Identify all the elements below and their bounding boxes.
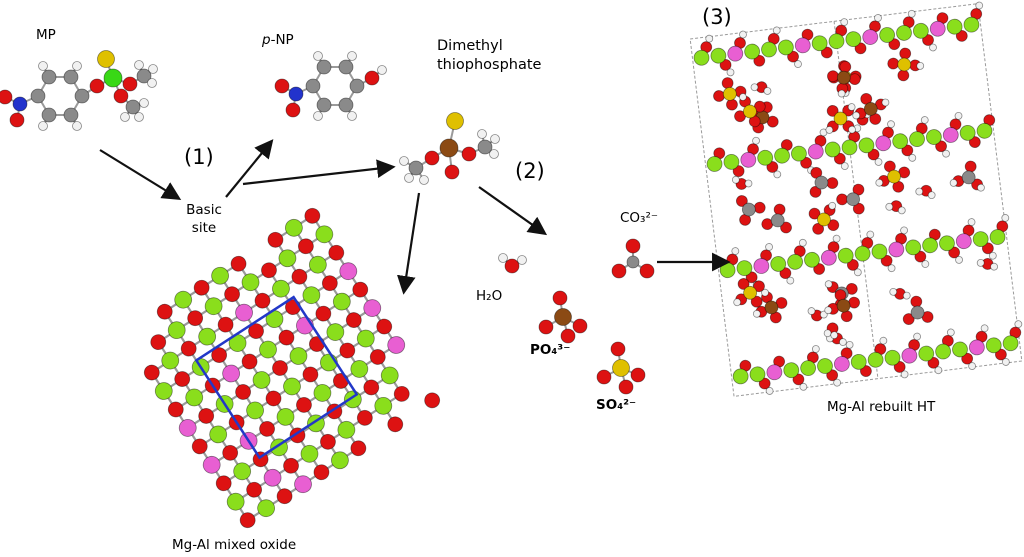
phosphate-ion xyxy=(538,290,588,344)
pnp-label-italic-p: p xyxy=(262,32,271,48)
arrow-dmtp-to-ions xyxy=(478,186,548,236)
pnp-molecule xyxy=(274,51,387,121)
rebuilt-ht-caption: Mg-Al rebuilt HT xyxy=(827,399,936,415)
sulfate-label: SO₄²⁻ xyxy=(596,397,637,413)
phosphate-label: PO₄³⁻ xyxy=(530,342,571,358)
pnp-label-suffix: -NP xyxy=(270,32,294,48)
molecules-layer xyxy=(0,50,655,395)
sulfate-ion xyxy=(596,341,646,395)
pnp-label: p-NP xyxy=(262,32,294,50)
basic-site-label: Basic site xyxy=(178,202,230,237)
dmtp-label: Dimethyl thiophosphate xyxy=(437,37,541,75)
basic-site-label-line1: Basic xyxy=(186,202,222,218)
dmtp-molecule xyxy=(399,112,500,185)
mp-molecule xyxy=(0,50,158,131)
arrow-basic-site-to-pnp xyxy=(225,139,274,198)
basic-site-label-line2: site xyxy=(191,219,217,236)
step-1-label: (1) xyxy=(184,145,214,169)
arrows-layer xyxy=(99,139,731,295)
dmtp-label-line1: Dimethyl xyxy=(437,38,503,54)
carbonate-ion xyxy=(611,238,655,279)
mixed-oxide-caption: Mg-Al mixed oxide xyxy=(172,537,297,553)
arrow-basic-site-to-dmtp xyxy=(242,159,396,186)
step-3-label: (3) xyxy=(702,5,732,29)
unit-cell-outline xyxy=(194,295,359,460)
mg-al-mixed-oxide-structure xyxy=(143,207,441,529)
carbonate-label: CO₃²⁻ xyxy=(620,210,659,226)
step-2-label: (2) xyxy=(515,159,545,183)
crystal-structures-layer xyxy=(143,1,1023,529)
mp-label: MP xyxy=(36,27,56,43)
arrow-mp-to-basic-site xyxy=(99,149,182,200)
arrow-dmtp-to-oxide xyxy=(397,192,421,295)
mg-al-rebuilt-ht-structure xyxy=(689,1,1023,397)
water-label: H₂O xyxy=(476,288,503,304)
dmtp-label-line2: thiophosphate xyxy=(437,56,542,73)
water-molecule xyxy=(498,253,527,274)
